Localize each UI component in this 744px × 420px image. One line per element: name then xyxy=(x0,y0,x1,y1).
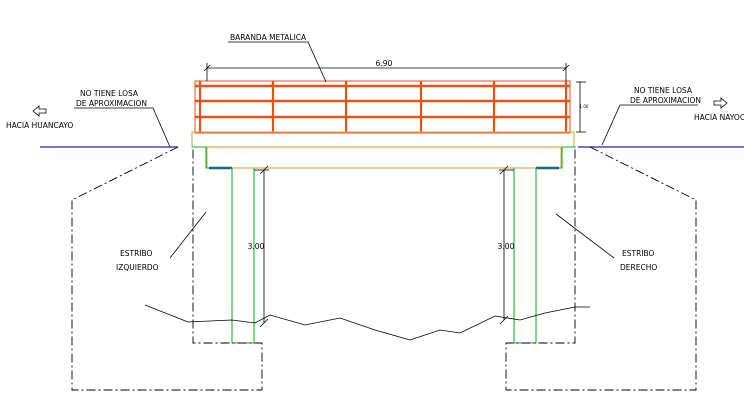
right-slab-leader xyxy=(601,104,698,146)
abutment-walls xyxy=(192,146,576,344)
right-direction-label: HACIA NAYOC xyxy=(694,113,744,122)
left-abutment-label-line2: IZQUIERDO xyxy=(116,263,159,272)
left-height-label: 3.00 xyxy=(248,242,265,251)
left-arrow-icon xyxy=(32,105,47,117)
right-arrow-icon xyxy=(713,97,728,109)
span-length-label: 6.90 xyxy=(376,59,393,68)
left-direction-label: HACIA HUANCAYO xyxy=(6,121,73,130)
right-abutment-leader xyxy=(555,213,615,259)
left-abutment-leader xyxy=(169,211,207,259)
right-height-label: 3.00 xyxy=(498,242,515,251)
span-dimension xyxy=(203,63,570,81)
right-abutment-label-line2: DERECHO xyxy=(620,263,657,272)
left-slab-note-line2: DE APROXIMACION xyxy=(76,99,147,108)
railing-label: BARANDA METALICA xyxy=(230,33,307,42)
right-slab-note-line2: DE APROXIMACION xyxy=(630,96,701,105)
right-abutment-label-line1: ESTRIBO xyxy=(622,249,655,258)
abutment-outlines xyxy=(71,146,697,391)
right-slab-note-line1: NO TIENE LOSA xyxy=(634,86,693,95)
riverbed-profile xyxy=(144,304,590,341)
railing-height-label: 1.00 xyxy=(580,104,589,109)
metal-railing xyxy=(194,80,571,134)
left-abutment-label-line1: ESTRIBO xyxy=(120,249,153,258)
left-slab-leader xyxy=(74,107,171,148)
left-slab-note-line1: NO TIENE LOSA xyxy=(80,89,139,98)
railing-height-dimension xyxy=(576,81,586,133)
height-dimensions xyxy=(254,165,514,328)
railing-leader xyxy=(228,41,327,83)
deck-slab xyxy=(191,131,575,169)
